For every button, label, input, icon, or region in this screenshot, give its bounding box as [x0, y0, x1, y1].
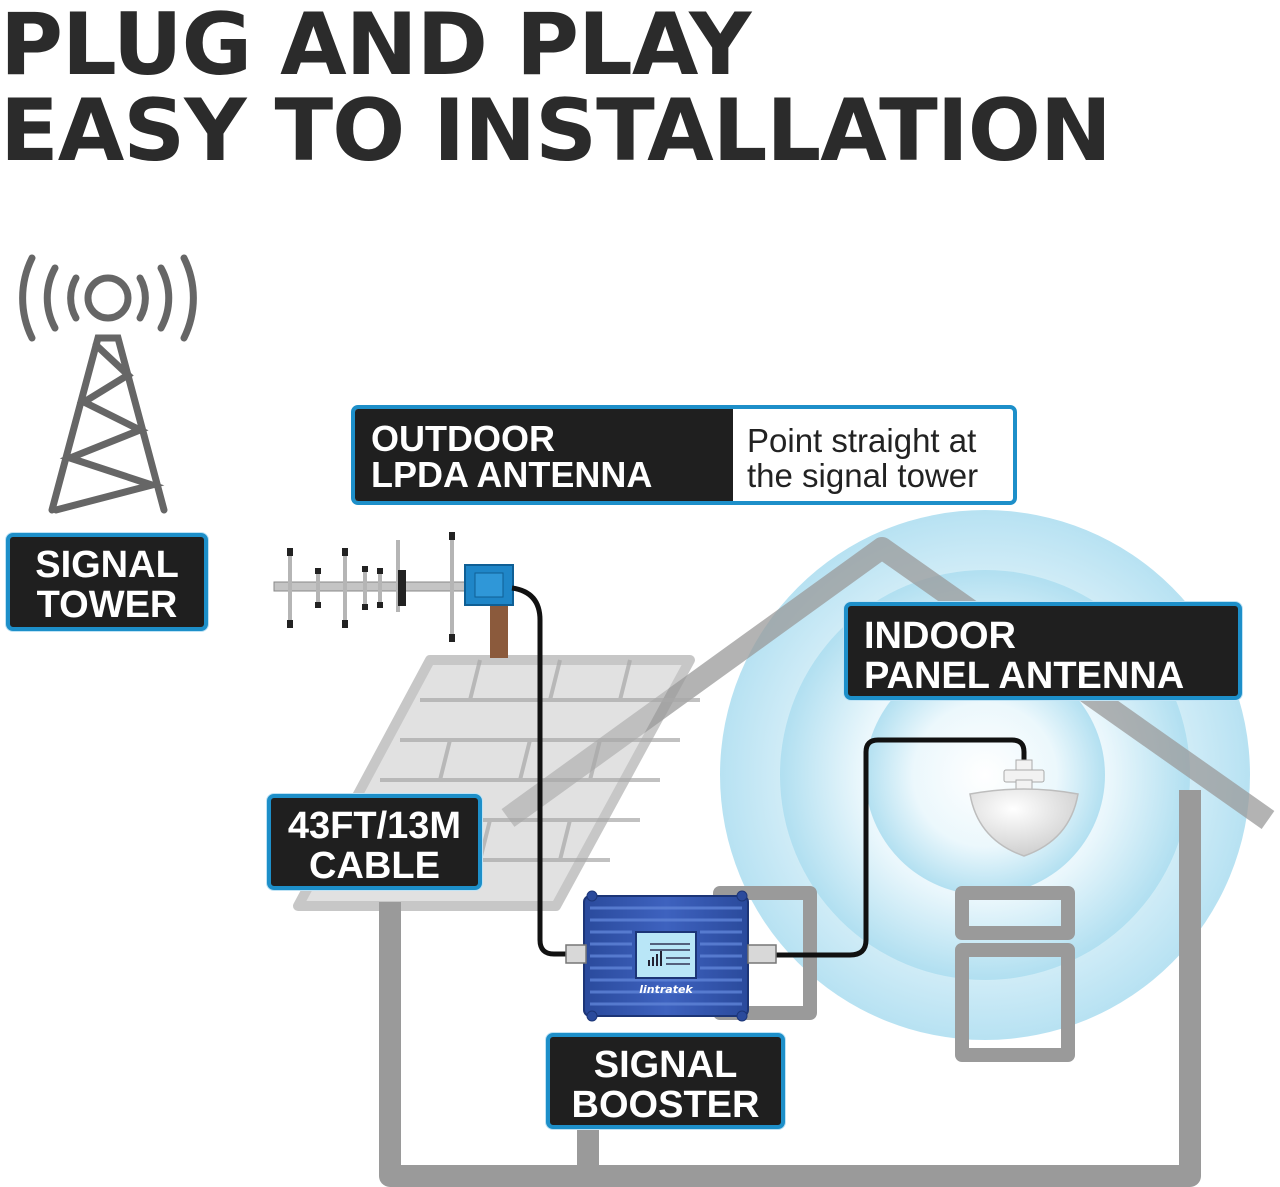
cable-label-line-2: CABLE — [309, 845, 440, 887]
signal-booster-label-line-1: SIGNAL — [593, 1044, 738, 1086]
outdoor-antenna-callout: OUTDOOR LPDA ANTENNA Point straight at t… — [351, 405, 1017, 505]
outdoor-antenna-note-line-1: Point straight at — [747, 422, 977, 459]
outdoor-antenna-label: OUTDOOR LPDA ANTENNA — [355, 409, 733, 501]
cable-label: 43FT/13M CABLE — [267, 794, 482, 890]
signal-booster-label: SIGNAL BOOSTER — [546, 1033, 785, 1129]
signal-booster-device: lintratek — [565, 890, 777, 1022]
signal-tower-icon — [19, 254, 197, 514]
outdoor-antenna-note: Point straight at the signal tower — [747, 423, 978, 493]
signal-tower-label: SIGNAL TOWER — [6, 533, 208, 631]
outdoor-lpda-antenna-icon — [273, 532, 514, 658]
indoor-antenna-label-line-1: INDOOR — [864, 615, 1016, 657]
signal-booster-label-line-2: BOOSTER — [571, 1084, 760, 1126]
headline-line-1: PLUG AND PLAY — [0, 0, 751, 95]
signal-tower-label-line-1: SIGNAL — [35, 544, 179, 586]
outdoor-antenna-note-line-2: the signal tower — [747, 457, 979, 494]
indoor-antenna-label-line-2: PANEL ANTENNA — [864, 655, 1185, 697]
outdoor-antenna-label-line-1: OUTDOOR — [371, 418, 555, 459]
booster-brand-text: lintratek — [639, 983, 693, 996]
indoor-signal-glow — [720, 510, 1250, 1040]
headline-line-2: EASY TO INSTALLATION — [0, 81, 1112, 181]
coax-cables — [511, 585, 1027, 958]
indoor-panel-antenna-icon — [969, 759, 1079, 857]
outdoor-antenna-label-line-2: LPDA ANTENNA — [371, 454, 653, 495]
cable-label-line-1: 43FT/13M — [287, 805, 462, 847]
indoor-antenna-label: INDOOR PANEL ANTENNA — [844, 602, 1242, 700]
signal-tower-label-line-2: TOWER — [36, 584, 178, 626]
